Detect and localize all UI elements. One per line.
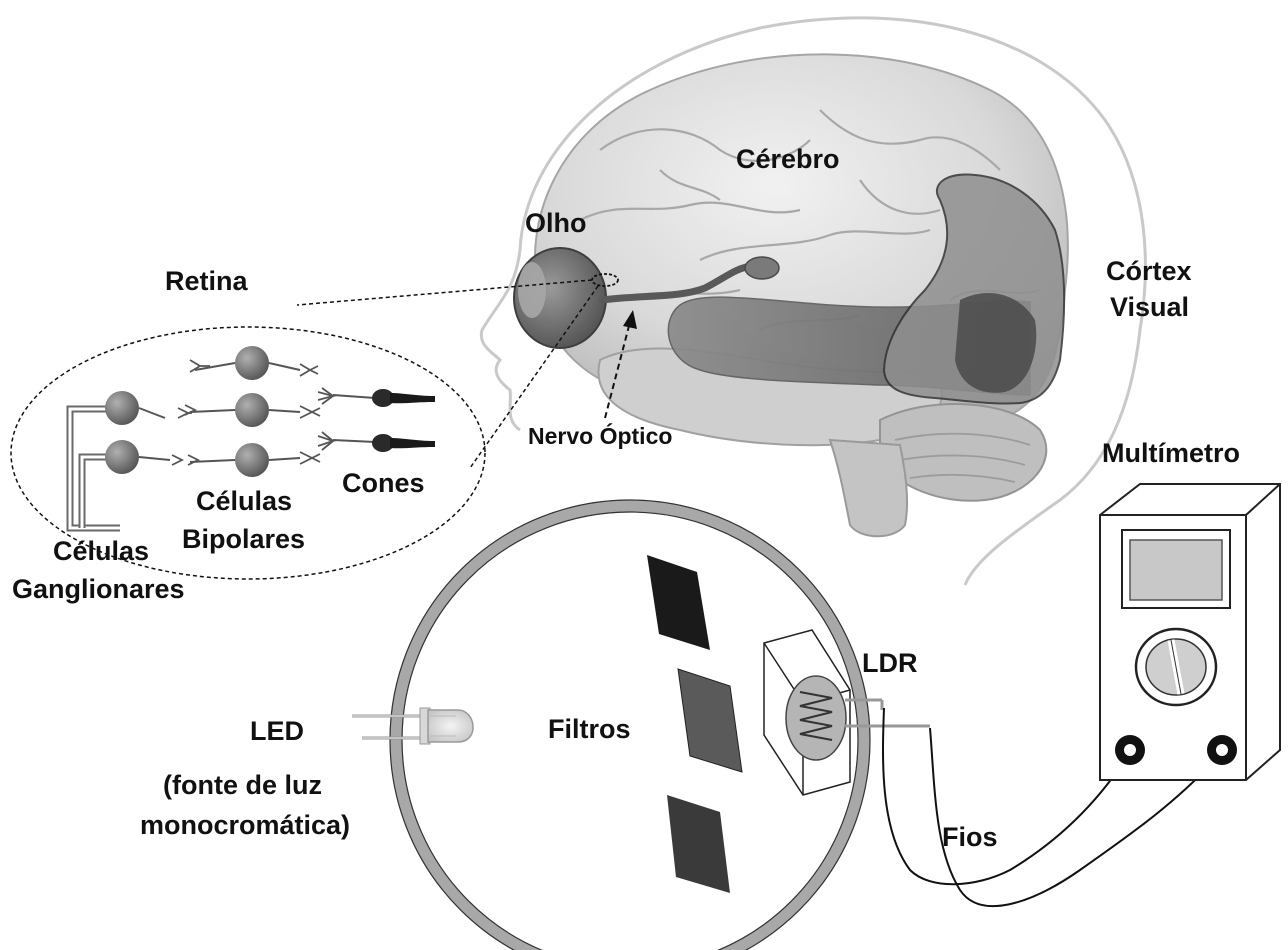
fonte-label-line1: (fonte de luz	[163, 770, 322, 800]
filtros-label: Filtros	[548, 714, 631, 744]
multimetro-label: Multímetro	[1102, 438, 1240, 468]
head-illustration	[481, 18, 1145, 585]
bipolar-label-line2: Bipolares	[182, 524, 305, 554]
brain-stem	[830, 440, 907, 536]
filter-medium	[678, 669, 742, 772]
bipolar-cell	[235, 443, 269, 477]
led-label: LED	[250, 716, 304, 746]
retina-detail: Cones Células Bipolares Células Ganglion…	[11, 327, 485, 604]
cortex-label-line1: Córtex	[1106, 256, 1192, 286]
fonte-label-line2: monocromática)	[140, 810, 350, 840]
bipolar-cell	[235, 346, 269, 380]
led-icon	[352, 708, 473, 744]
fios-label: Fios	[942, 822, 998, 852]
ldr-label: LDR	[862, 648, 918, 678]
lateral-geniculate	[745, 257, 779, 279]
ganglion-cell	[105, 391, 139, 425]
filter-blue	[667, 795, 730, 893]
olho-label: Olho	[525, 208, 587, 238]
cerebro-label: Cérebro	[736, 144, 840, 174]
cortex-label-line2: Visual	[1110, 292, 1189, 322]
ganglion-cell	[105, 440, 139, 474]
retina-label: Retina	[165, 266, 249, 296]
ganglion-label-line1: Células	[53, 536, 149, 566]
bipolar-cell	[235, 393, 269, 427]
ganglion-label-line2: Ganglionares	[12, 574, 185, 604]
nervo-optico-label: Nervo Óptico	[528, 422, 672, 449]
cones-group	[372, 389, 435, 452]
cones-label: Cones	[342, 468, 425, 498]
multimeter-icon	[1100, 484, 1280, 780]
bipolar-label-line1: Células	[196, 486, 292, 516]
visual-cortex-inner	[955, 293, 1036, 393]
filter-dark	[647, 555, 710, 650]
